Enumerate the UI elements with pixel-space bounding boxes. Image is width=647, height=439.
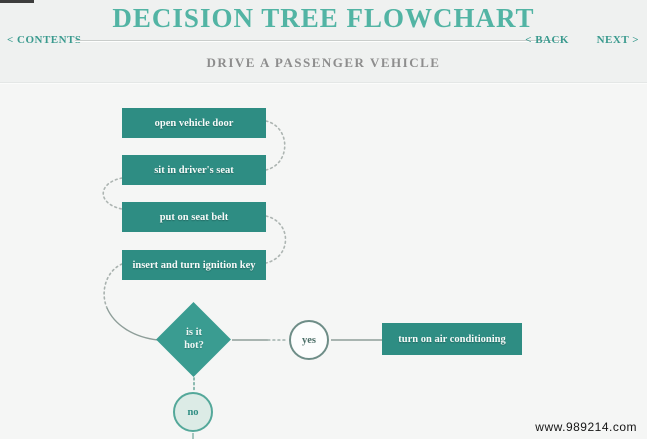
nav-contents-link[interactable]: < CONTENTS (7, 34, 82, 46)
flow-step-seat-belt: put on seat belt (122, 202, 266, 232)
screenshot-artifact (0, 0, 34, 3)
page-subtitle: DRIVE A PASSENGER VEHICLE (206, 55, 441, 70)
nav-divider-line (75, 40, 562, 42)
flow-step-open-door: open vehicle door (122, 108, 266, 138)
watermark-text: www.989214.com (535, 420, 637, 434)
yes-branch-circle: yes (289, 320, 329, 360)
decision-label-line2: hot? (184, 340, 204, 351)
page-title: DECISION TREE FLOWCHART (112, 3, 535, 33)
nav-back-link[interactable]: < BACK (525, 34, 569, 46)
no-branch-circle: no (173, 392, 213, 432)
decision-label-line1: is it (185, 327, 203, 338)
decision-label: is it hot? (157, 326, 231, 352)
flowchart-canvas (0, 84, 647, 439)
header-divider (0, 82, 647, 84)
flow-step-ignition-key: insert and turn ignition key (122, 250, 266, 280)
nav-next-link[interactable]: NEXT > (596, 34, 639, 46)
flow-action-air-conditioning: turn on air conditioning (382, 323, 522, 355)
flow-step-sit-seat: sit in driver's seat (122, 155, 266, 185)
